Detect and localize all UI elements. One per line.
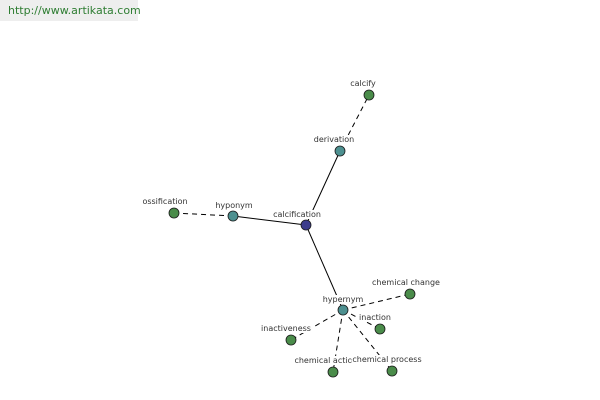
source-link[interactable]: http://www.artikata.com	[8, 4, 141, 17]
node-chemical-process[interactable]	[386, 365, 398, 377]
node-label-calcify: calcify	[350, 79, 376, 88]
node-label-hyponym: hyponym	[215, 201, 253, 210]
node-chemical-change[interactable]	[404, 288, 416, 300]
node-label-backing	[272, 210, 322, 219]
node-label-backing	[293, 356, 359, 365]
node-chemical-action[interactable]	[327, 366, 339, 378]
node-label-derivation: derivation	[314, 135, 354, 144]
nodes-layer	[168, 89, 416, 378]
node-ossification[interactable]	[168, 207, 180, 219]
edge-hypernym-inactiveness	[290, 309, 344, 341]
node-label-ossification: ossification	[142, 197, 187, 206]
source-banner: http://www.artikata.com	[0, 0, 141, 21]
node-label-backing	[312, 135, 356, 144]
node-label-backing	[351, 355, 423, 364]
node-label-calcification: calcification	[273, 210, 321, 219]
node-label-backing	[349, 79, 378, 88]
node-label-chemical-process: chemical process	[352, 355, 421, 364]
node-derivation[interactable]	[334, 145, 346, 157]
labels-layer: calcification derivation hyponym hypernym ca…	[141, 79, 442, 365]
node-label-backing	[214, 201, 254, 210]
node-label-chemical-change: chemical change	[372, 278, 440, 287]
edge-calcification-hyponym	[232, 215, 307, 226]
node-label-backing	[260, 324, 312, 333]
node-label-backing	[321, 295, 365, 304]
edge-hyponym-ossification	[173, 212, 234, 217]
node-label-inaction: inaction	[359, 313, 391, 322]
node-inactiveness[interactable]	[285, 334, 297, 346]
node-label-backing	[141, 197, 189, 206]
node-label-chemical-action: chemical action	[294, 356, 357, 365]
node-calcify[interactable]	[363, 89, 375, 101]
edge-hypernym-chemical-change	[342, 293, 411, 311]
node-hyponym[interactable]	[227, 210, 239, 222]
edge-hypernym-chemical-action	[332, 309, 344, 373]
node-label-backing	[371, 278, 442, 287]
node-label-backing	[358, 313, 392, 322]
node-calcification[interactable]	[300, 219, 312, 231]
node-label-hypernym: hypernym	[323, 295, 364, 304]
node-label-inactiveness: inactiveness	[261, 324, 311, 333]
node-inaction[interactable]	[374, 323, 386, 335]
node-hypernym[interactable]	[337, 304, 349, 316]
